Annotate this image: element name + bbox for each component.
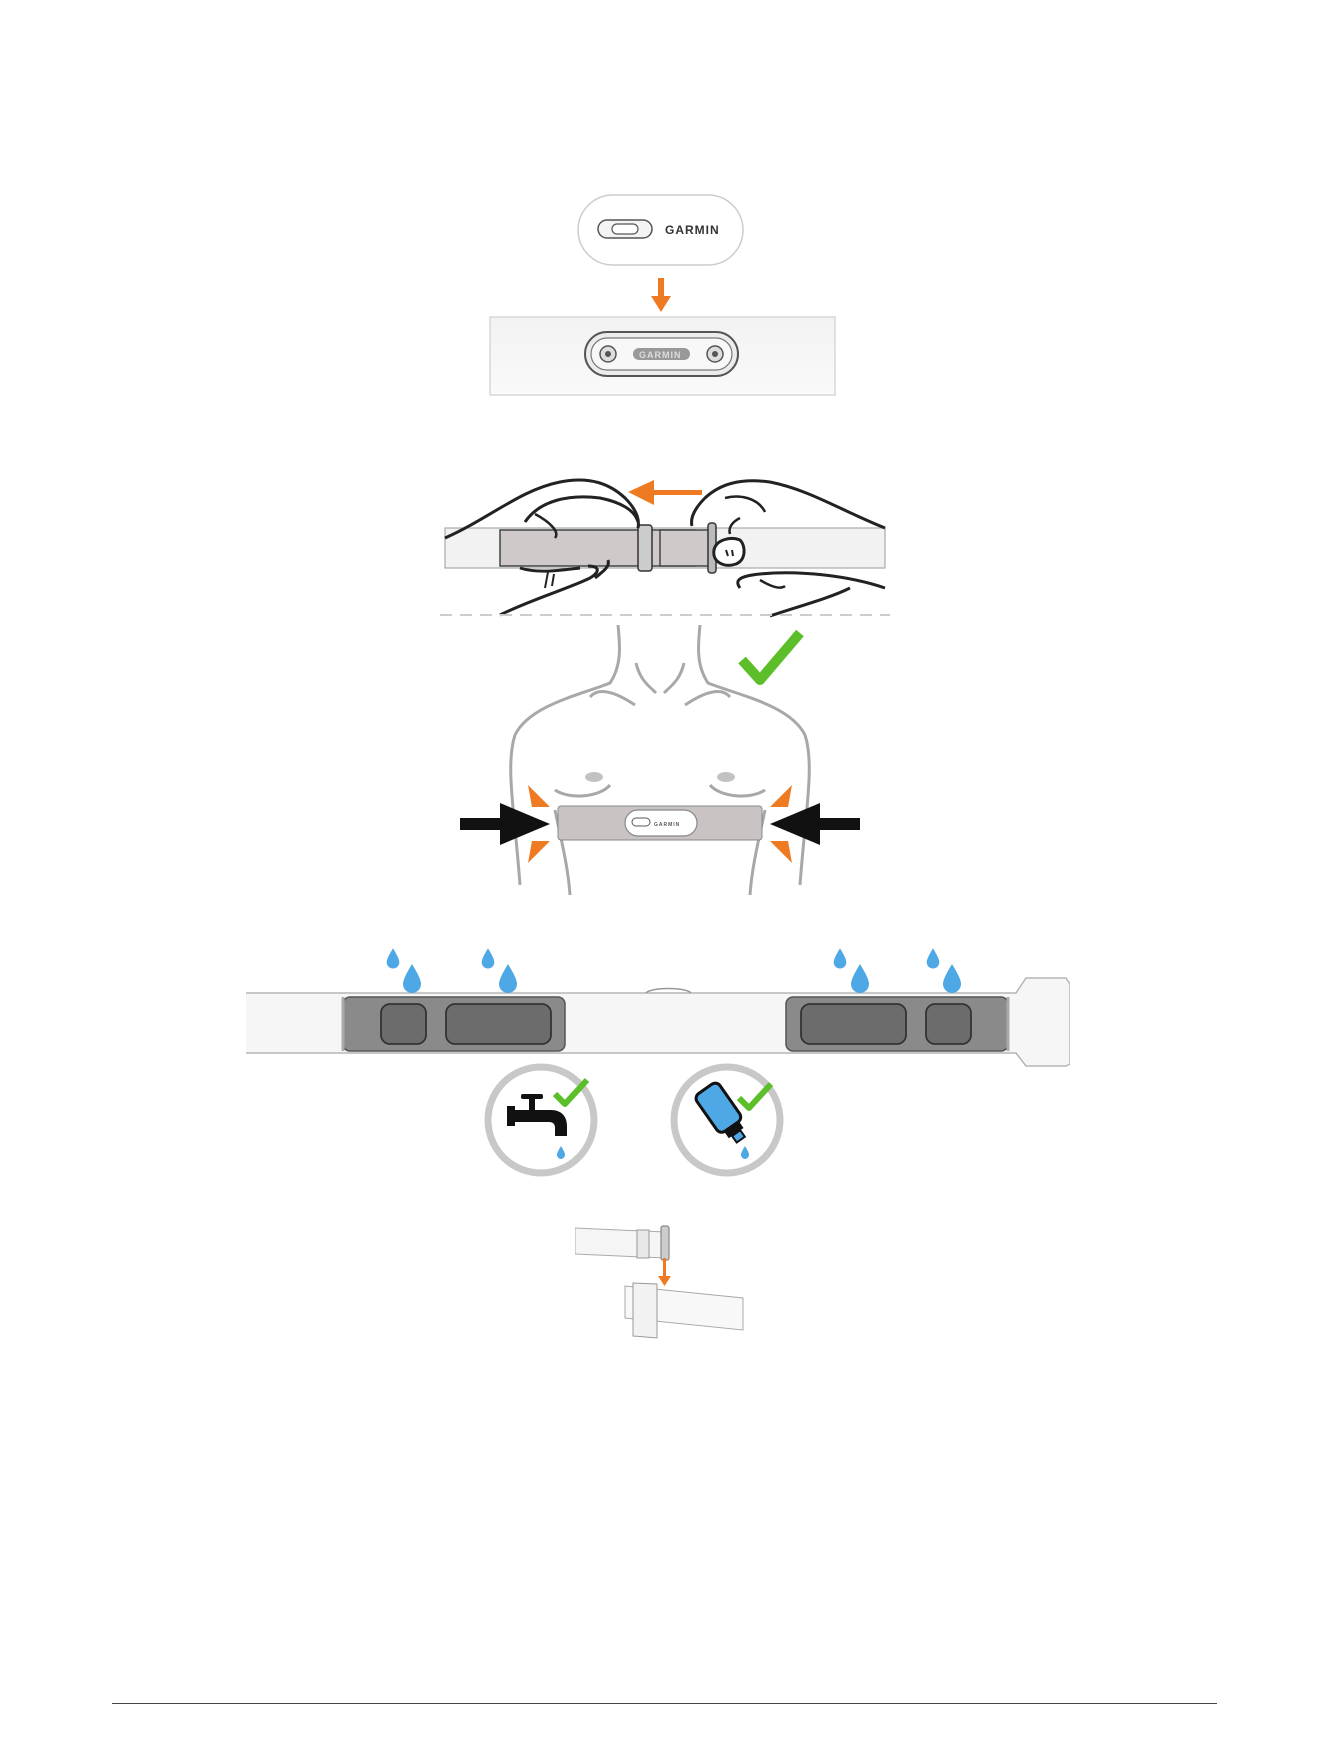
heart-rate-pod: GARMIN [578,195,743,265]
strap-module-connector: GARMIN [585,332,738,376]
water-droplet-icon [482,948,495,968]
water-droplet-icon [834,948,847,968]
left-electrode-zone [343,997,565,1051]
figure-wet-electrodes [246,940,1070,1180]
water-droplet-icon [387,948,400,968]
worn-module-brand-label: GARMIN [654,822,680,828]
figure-adjust-strap [440,470,890,620]
water-droplet-icon [943,964,961,993]
orange-wedge-marker-icon [770,785,792,807]
orange-wedge-marker-icon [770,841,792,863]
water-droplet-icon [403,964,421,993]
orange-wedge-marker-icon [528,841,550,863]
faucet-icon [488,1067,594,1173]
green-checkmark-icon [742,633,800,680]
orange-left-arrow-icon [628,480,702,505]
figure-wear-position: GARMIN [460,625,860,915]
figure-attach-module: GARMIN GARMIN [488,190,838,400]
orange-down-arrow-icon [658,1258,671,1286]
water-droplet-icon [499,964,517,993]
worn-module: GARMIN [625,810,697,836]
water-bottle-icon [674,1067,780,1173]
figure-hook-strap [575,1218,745,1358]
strap-module-brand-label: GARMIN [639,350,682,360]
torso-outline [511,625,810,895]
right-electrode-zone [786,997,1008,1051]
orange-wedge-marker-icon [528,785,550,807]
black-compression-arrow-icon [770,803,860,845]
right-hand [692,481,885,528]
upper-strap [575,1228,665,1258]
black-compression-arrow-icon [460,803,550,845]
water-droplet-icon [851,964,869,993]
orange-down-arrow-icon [651,278,671,312]
pod-brand-label: GARMIN [665,223,720,237]
footer-rule [112,1703,1217,1704]
water-droplet-icon [927,948,940,968]
